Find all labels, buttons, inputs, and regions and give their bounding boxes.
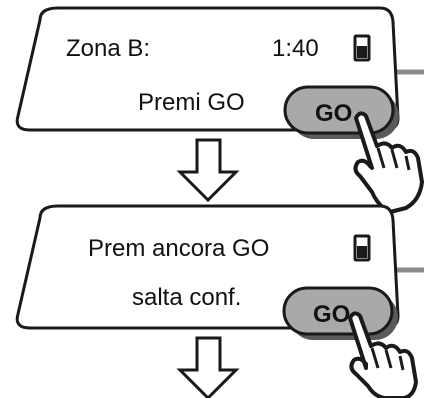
pointing-hand-icon: [348, 311, 418, 398]
go-prompt: Premi GO: [138, 89, 245, 116]
arrow-down-icon: [176, 336, 240, 398]
confirm-line-1: Prem ancora GO: [88, 235, 269, 262]
go-button-1[interactable]: GO: [283, 85, 399, 139]
go-button-2[interactable]: GO: [282, 286, 398, 340]
pointing-hand-icon: [353, 111, 424, 214]
arrow-down-icon: [176, 138, 240, 203]
zone-label: Zona B:: [66, 35, 150, 62]
confirm-line-2: salta conf.: [132, 284, 241, 311]
go-button-label: GO: [313, 301, 350, 328]
battery-icon: [353, 34, 371, 62]
time-display: 1:40: [272, 35, 319, 62]
display-panel-2: Prem ancora GO salta conf. GO: [15, 204, 424, 398]
battery-icon: [353, 234, 371, 262]
display-panel-1: Zona B: 1:40 Premi GO GO: [15, 6, 424, 214]
go-button-label: GO: [315, 100, 352, 127]
